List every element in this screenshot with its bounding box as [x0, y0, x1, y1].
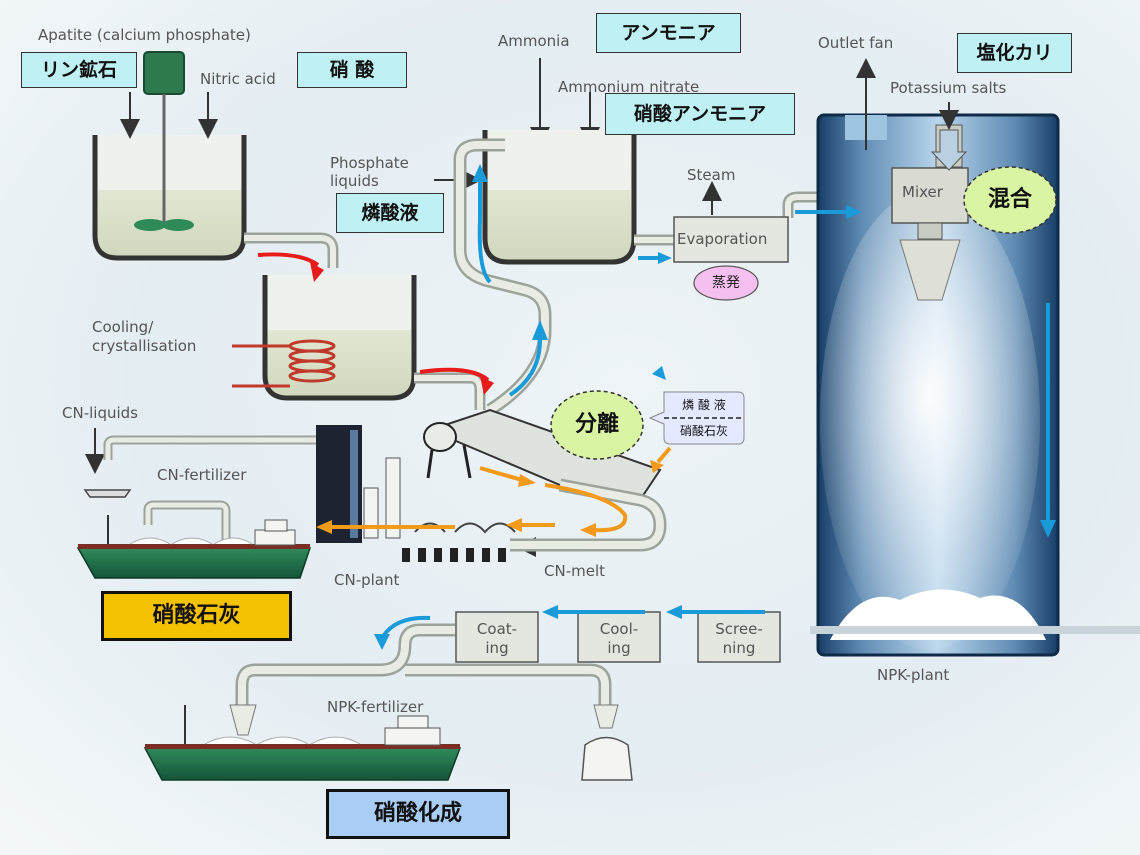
jp-evaporation: 蒸発 [712, 275, 740, 291]
nitric-acid-label: Nitric acid [200, 70, 276, 88]
jp-ammonium-nitrate: 硝酸アンモニア [605, 93, 795, 135]
jp-sep-bottom: 硝酸石灰 [679, 424, 728, 438]
ammonia-label: Ammonia [498, 32, 570, 50]
potassium-salts-label: Potassium salts [890, 79, 1007, 97]
ammonium-nitrate-label: Ammonium nitrate [558, 78, 700, 96]
screening-box [697, 611, 781, 663]
flow-arrows-blue [380, 180, 1050, 640]
coating-box [455, 611, 539, 663]
screening-label-2: ning [722, 639, 756, 657]
cn-plant [316, 425, 516, 562]
jp-separation: 分離 [574, 412, 619, 437]
cooling-box-label-2: ing [607, 639, 631, 657]
cooling-box-label-1: Cool- [599, 620, 639, 638]
coating-label-2: ing [485, 639, 509, 657]
coating-label-1: Coat- [476, 620, 518, 638]
cooling-label-1: Cooling/ [92, 318, 154, 336]
jp-ammonia: アンモニア [596, 13, 741, 53]
jp-phosphate-ore: リン鉱石 [21, 52, 137, 88]
jp-nitrophosphate: 硝酸化成 [326, 789, 510, 839]
cooling-label-2: crystallisation [92, 337, 197, 355]
cn-plant-label: CN-plant [334, 571, 400, 589]
mixer-label: Mixer [902, 183, 943, 201]
jp-sep-top: 燐 酸 液 [682, 398, 726, 412]
npk-ship [143, 705, 462, 781]
evaporation-box [673, 216, 789, 263]
npk-fertilizer-label: NPK-fertilizer [327, 698, 424, 716]
jp-nitric-acid: 硝 酸 [297, 52, 407, 88]
dissolution-tank [92, 51, 247, 261]
cooling-box [577, 611, 661, 663]
cooling-tank [232, 275, 417, 401]
mixing-bubble [963, 166, 1057, 234]
cn-melt-label: CN-melt [544, 562, 605, 580]
jp-phosphoric-liquid: 燐酸液 [336, 193, 444, 233]
jp-calcium-nitrate: 硝酸石灰 [101, 591, 292, 641]
evaporation-label: Evaporation [677, 230, 768, 248]
filter-separator [423, 408, 662, 502]
steam-label: Steam [687, 166, 736, 184]
cn-ship [76, 515, 312, 579]
phosphate-liquids-label-1: Phosphate [330, 154, 409, 172]
cn-fertilizer-label: CN-fertilizer [157, 466, 247, 484]
apatite-label: Apatite (calcium phosphate) [38, 26, 251, 44]
flow-arrows-orange [330, 446, 672, 533]
phosphate-liquids-label-2: liquids [330, 172, 379, 190]
separation-bubble [550, 390, 644, 460]
jp-mixing: 混合 [987, 187, 1032, 212]
jp-potassium-chloride: 塩化カリ [957, 33, 1072, 73]
evaporation-bubble [693, 265, 759, 301]
flow-arrows-red [257, 252, 490, 382]
npk-plant-label: NPK-plant [877, 666, 950, 684]
cn-liquids-label: CN-liquids [62, 404, 138, 422]
outlet-fan-label: Outlet fan [818, 34, 894, 52]
screening-label-1: Scree- [715, 620, 763, 638]
neutralisation-tank [482, 130, 637, 265]
